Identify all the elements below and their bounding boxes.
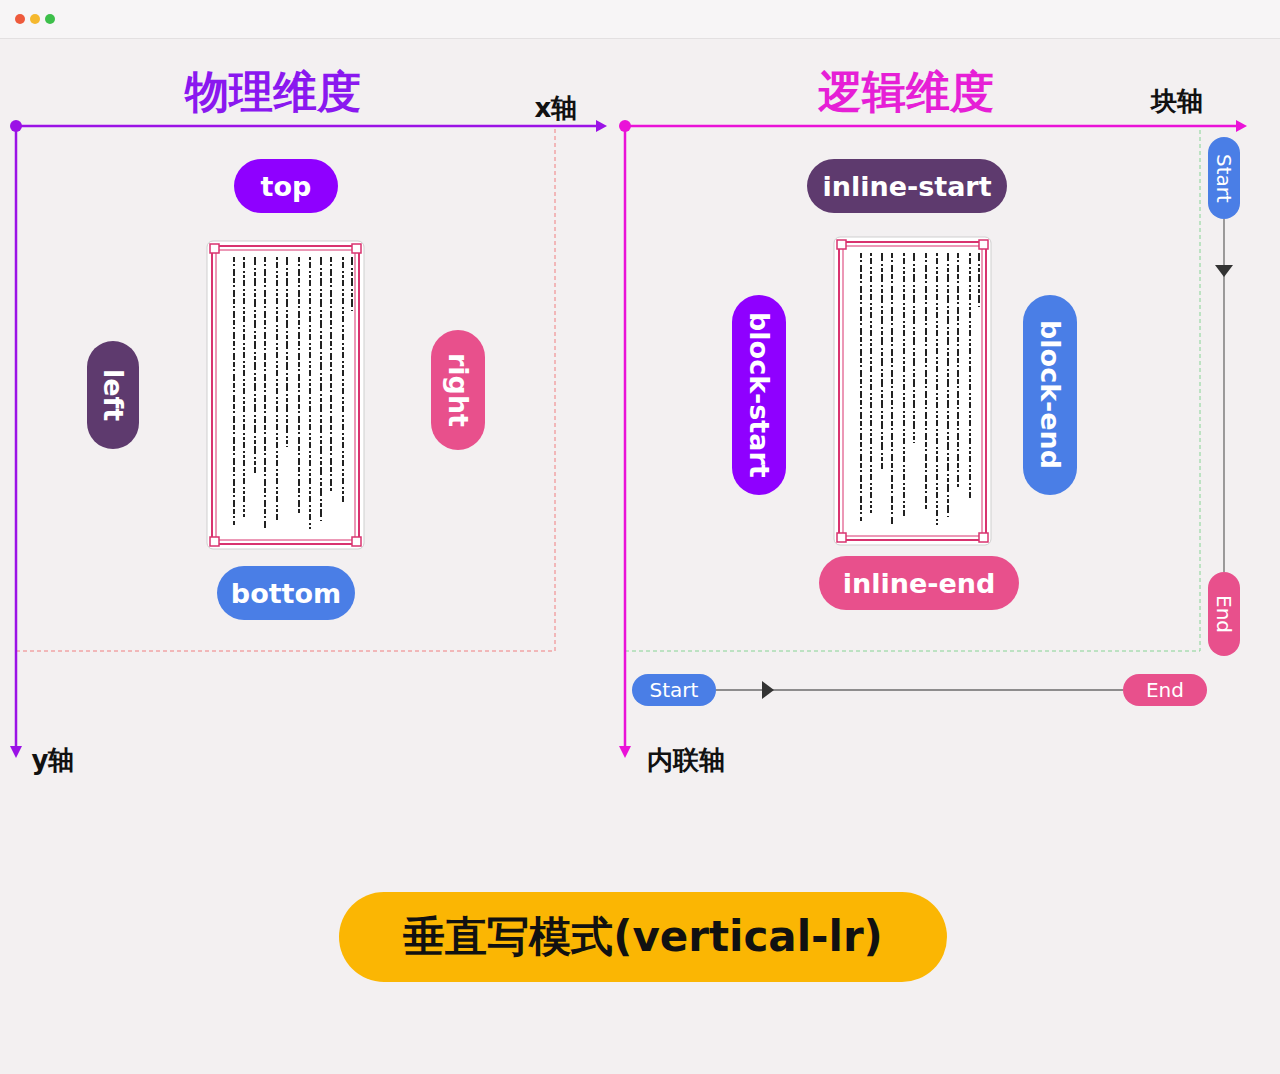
axis-label: y轴: [32, 747, 75, 773]
block-axis: [625, 125, 1238, 128]
pill-text: bottom: [231, 580, 341, 607]
pill-text: End: [1214, 595, 1234, 633]
axis-arrow: [596, 120, 607, 132]
pill-text: right: [445, 353, 472, 427]
inline-axis: [624, 126, 627, 748]
axis-origin: [10, 120, 22, 132]
logical-pill: block-end: [1023, 295, 1077, 495]
pill-text: inline-end: [843, 570, 996, 597]
window-bar-edge: [0, 38, 1280, 39]
pill-text: block-end: [1037, 320, 1064, 469]
axis-direction-line: [716, 689, 1123, 690]
dashed-frame: [625, 126, 1200, 651]
axis-arrow: [1236, 120, 1247, 132]
script-card: [834, 237, 991, 545]
axis-end-pill: End: [1123, 674, 1207, 706]
script-card: [207, 241, 364, 549]
dashed-frame: [16, 126, 555, 651]
logical-pill: block-start: [732, 295, 786, 495]
physical-pill: left: [87, 341, 139, 449]
x-axis: [16, 125, 598, 128]
logical-pill: inline-start: [807, 159, 1007, 213]
logical-pill: inline-end: [819, 556, 1019, 610]
pill-text: inline-start: [822, 173, 991, 200]
pill-text: End: [1146, 680, 1184, 700]
axis-start-pill: Start: [632, 674, 716, 706]
axis-label: 块轴: [1151, 88, 1203, 114]
physical-pill: top: [234, 159, 338, 213]
panel-title: 物理维度: [185, 70, 361, 114]
pill-text: block-start: [746, 312, 773, 478]
pill-text: Start: [1214, 154, 1234, 203]
axis-start-pill: Start: [1208, 137, 1240, 219]
axis-end-pill: End: [1208, 572, 1240, 656]
physical-pill: bottom: [217, 566, 355, 620]
axis-arrow: [10, 746, 22, 758]
pill-text: Start: [650, 680, 699, 700]
axis-label: x轴: [535, 95, 578, 121]
pill-text: top: [261, 173, 312, 200]
window-bar: [0, 0, 1280, 38]
panel-title: 逻辑维度: [818, 70, 994, 114]
pill-text: left: [100, 369, 127, 421]
pill-text: 垂直写模式(vertical-lr): [403, 916, 883, 958]
y-axis: [15, 126, 18, 748]
window-dot: [30, 14, 40, 24]
axis-origin: [619, 120, 631, 132]
physical-pill: right: [431, 330, 485, 450]
axis-arrow: [619, 746, 631, 758]
window-dot: [15, 14, 25, 24]
window-dot: [45, 14, 55, 24]
mode-banner: 垂直写模式(vertical-lr): [339, 892, 947, 982]
axis-direction-line: [1223, 219, 1224, 572]
axis-label: 内联轴: [647, 747, 725, 773]
